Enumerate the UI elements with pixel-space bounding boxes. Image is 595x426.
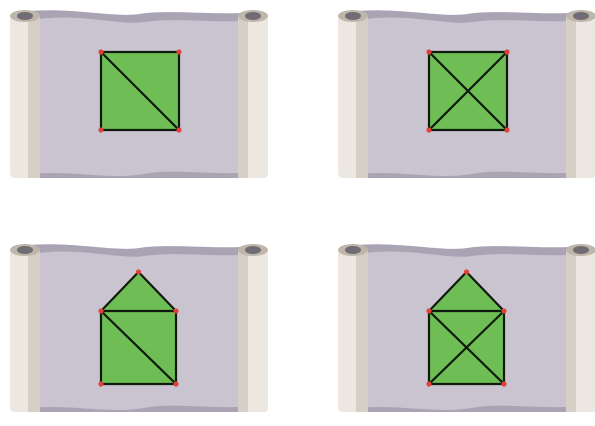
vertex-B — [504, 49, 509, 54]
scroll-panel-square-two-diagonals — [332, 2, 595, 192]
vertex-A — [426, 308, 431, 313]
left-roller-end — [17, 12, 33, 20]
vertex-C — [504, 127, 509, 132]
right-roller-shade — [238, 16, 248, 178]
vertex-A — [98, 49, 103, 54]
figure-square-one-diagonal — [98, 49, 181, 132]
vertex-B — [173, 308, 178, 313]
left-roller-shade — [356, 250, 368, 412]
vertex-E — [464, 269, 469, 274]
vertex-D — [98, 381, 103, 386]
left-roller-shade — [28, 16, 40, 178]
left-roller-shade — [356, 16, 368, 178]
right-roller-end — [245, 246, 261, 254]
vertex-D — [98, 127, 103, 132]
scroll-figure-square-two-diagonals — [332, 2, 595, 192]
scroll-panel-house-two-diagonals — [332, 236, 595, 426]
right-roller-end — [573, 12, 589, 20]
figure-square-two-diagonals — [426, 49, 509, 132]
scroll-panel-square-one-diagonal — [4, 2, 274, 192]
scroll-panel-house-one-diagonal — [4, 236, 274, 426]
scroll-figure-house-one-diagonal — [4, 236, 274, 426]
vertex-A — [98, 308, 103, 313]
right-roller-shade — [566, 250, 576, 412]
left-roller-end — [345, 246, 361, 254]
scroll-figure-house-two-diagonals — [332, 236, 595, 426]
vertex-B — [176, 49, 181, 54]
vertex-D — [426, 127, 431, 132]
right-roller-shade — [566, 16, 576, 178]
vertex-E — [136, 269, 141, 274]
left-roller-end — [345, 12, 361, 20]
vertex-B — [501, 308, 506, 313]
vertex-C — [501, 381, 506, 386]
right-roller-shade — [238, 250, 248, 412]
right-roller-end — [573, 246, 589, 254]
left-roller-end — [17, 246, 33, 254]
vertex-D — [426, 381, 431, 386]
vertex-C — [173, 381, 178, 386]
scroll-figure-square-one-diagonal — [4, 2, 274, 192]
vertex-C — [176, 127, 181, 132]
right-roller-end — [245, 12, 261, 20]
vertex-A — [426, 49, 431, 54]
left-roller-shade — [28, 250, 40, 412]
